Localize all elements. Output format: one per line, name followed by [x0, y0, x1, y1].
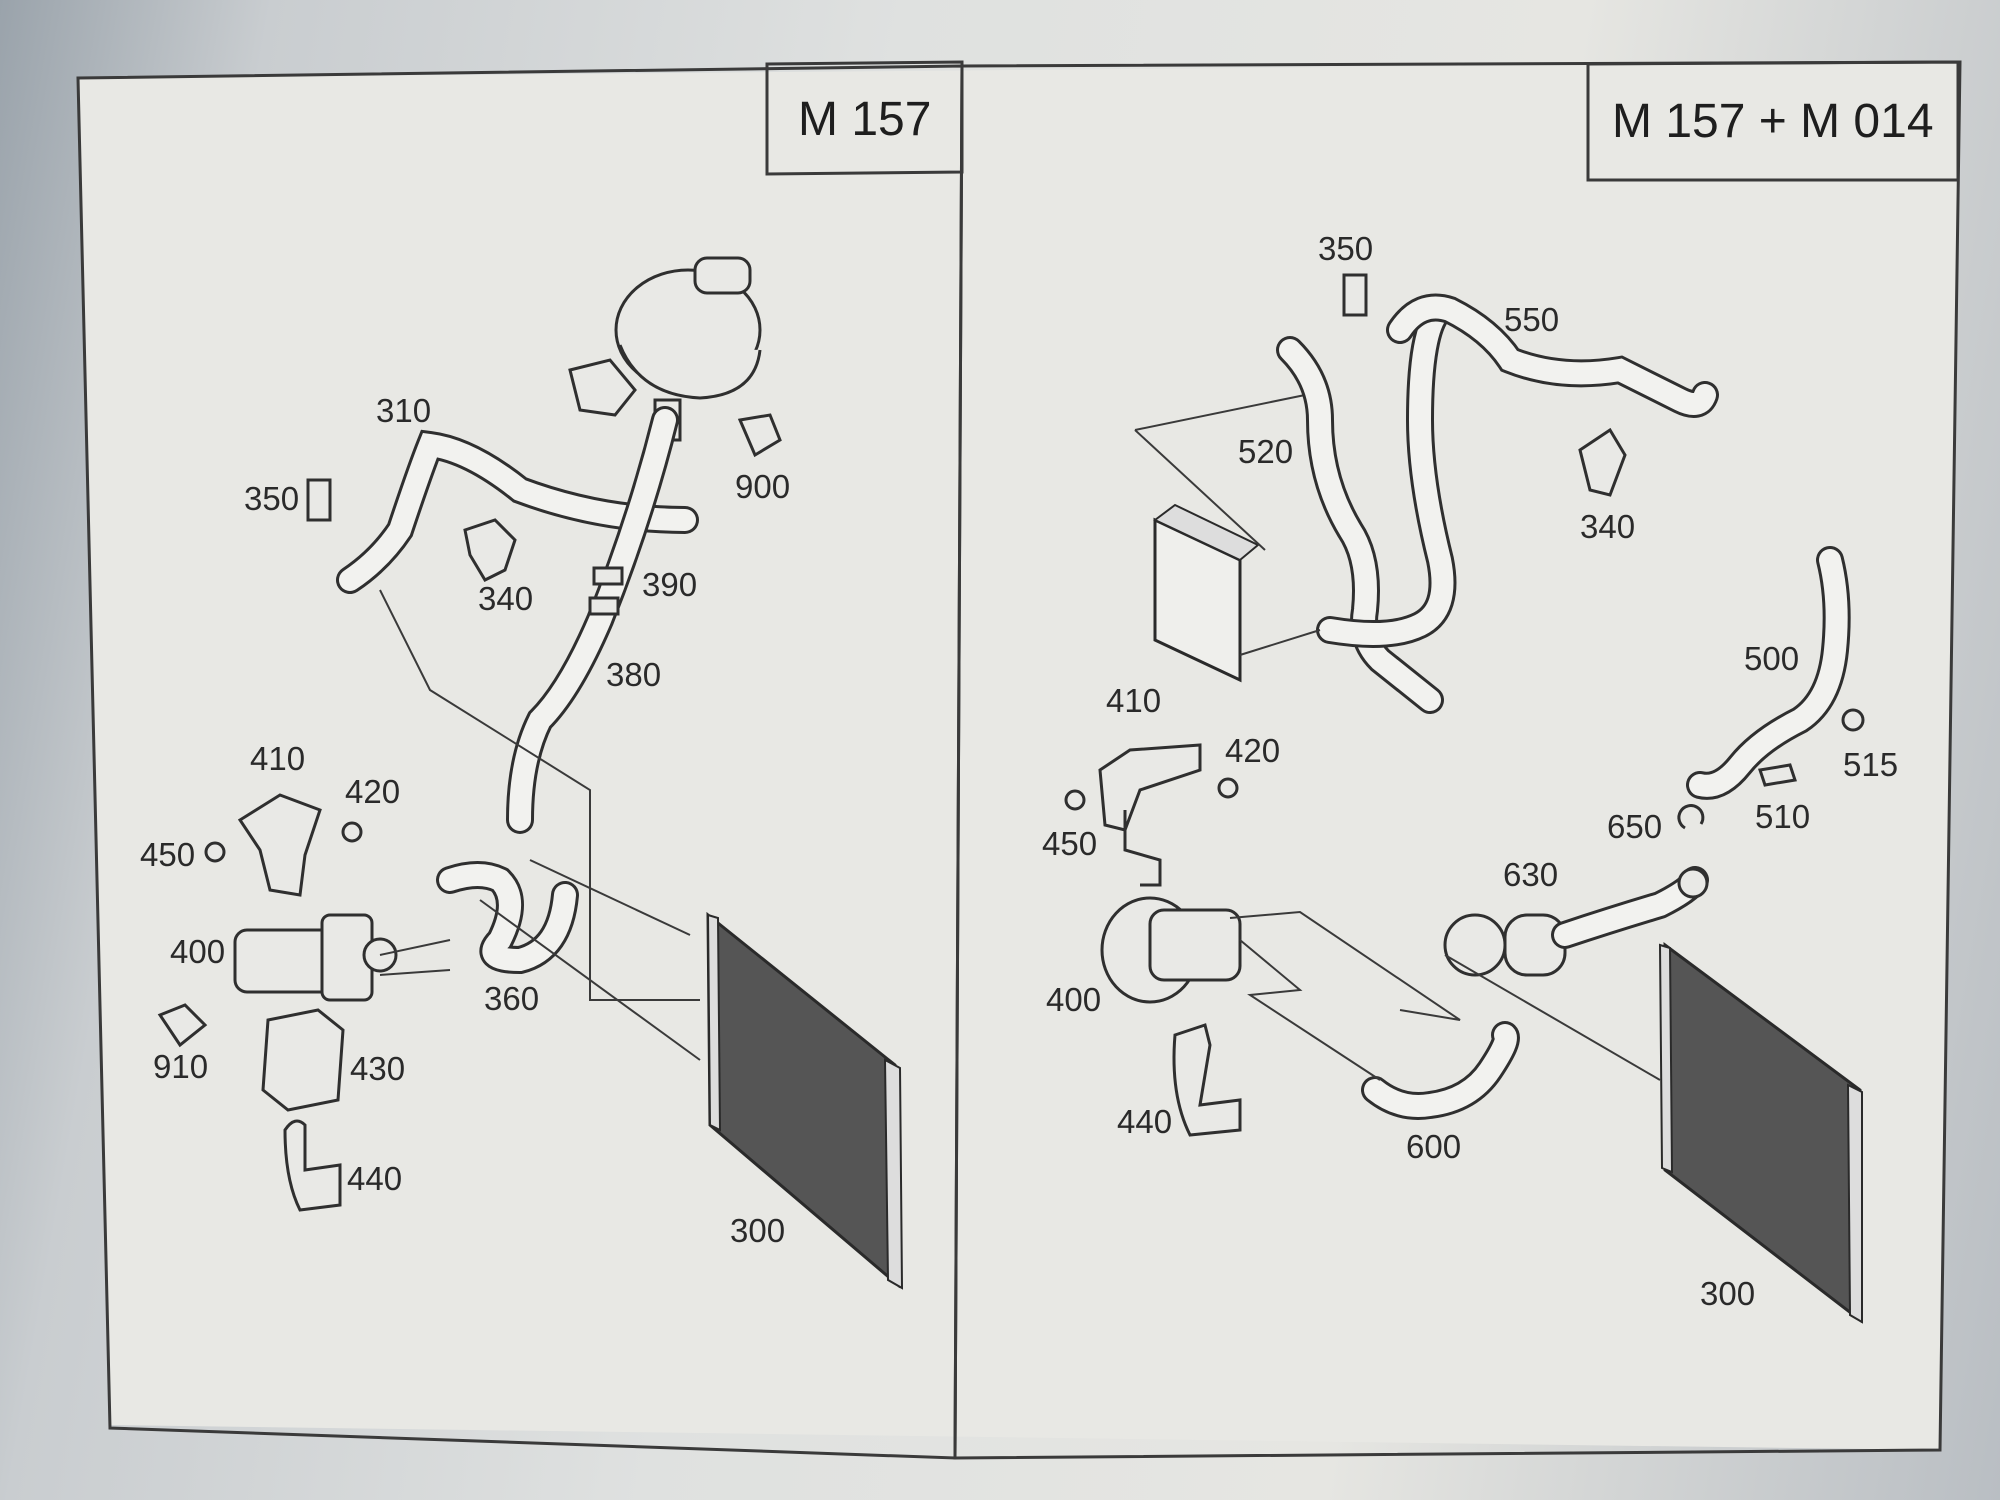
callout-400-r: 400	[1046, 981, 1102, 1018]
callout-380: 380	[606, 656, 662, 693]
panel-title-left: M 157	[798, 93, 932, 146]
radiator-300-left	[706, 911, 904, 1290]
callout-410: 410	[250, 740, 306, 777]
callout-390: 390	[642, 566, 698, 603]
callout-440: 440	[347, 1160, 403, 1197]
callout-340-r: 340	[1580, 508, 1636, 545]
callout-600: 600	[1406, 1128, 1462, 1165]
callout-520: 520	[1238, 433, 1294, 470]
clip-350-right	[1342, 273, 1368, 317]
bracket-340-right	[1578, 427, 1627, 497]
pump-400-right	[1100, 896, 1242, 1004]
callout-450: 450	[140, 836, 196, 873]
strap-440-right	[1172, 1023, 1242, 1137]
callout-360: 360	[484, 980, 540, 1017]
callout-510: 510	[1755, 798, 1811, 835]
bolt-510	[1758, 763, 1797, 787]
callout-420-r: 420	[1225, 732, 1281, 769]
callout-350-r: 350	[1318, 230, 1374, 267]
callout-910: 910	[153, 1048, 209, 1085]
clamp-650	[1677, 804, 1705, 830]
heater-core-520	[1153, 503, 1260, 683]
bracket-410-left	[237, 793, 322, 897]
bracket-340-left	[463, 518, 517, 582]
bracket-410-right	[1098, 743, 1202, 832]
connector-910	[157, 1003, 208, 1048]
callout-900: 900	[735, 468, 791, 505]
callout-650: 650	[1607, 808, 1663, 845]
clip-350-left	[306, 478, 332, 522]
panel-title-right: M 157 + M 014	[1612, 95, 1934, 148]
callout-430: 430	[350, 1050, 406, 1087]
callout-420: 420	[345, 773, 401, 810]
title-box-right	[1586, 60, 1960, 182]
nut-450-left	[204, 841, 226, 863]
callout-450-r: 450	[1042, 825, 1098, 862]
part-515	[1841, 708, 1865, 732]
callout-400: 400	[170, 933, 226, 970]
callout-350: 350	[244, 480, 300, 517]
callout-340: 340	[478, 580, 534, 617]
radiator-300-right	[1658, 942, 1863, 1324]
seal-430	[261, 1008, 345, 1112]
title-box-left	[765, 60, 964, 176]
strap-440-left	[283, 1119, 342, 1212]
callout-515: 515	[1843, 746, 1899, 783]
callout-310: 310	[376, 392, 432, 429]
nut-450-right	[1064, 789, 1086, 811]
bolt-420-left	[341, 821, 363, 843]
callout-300: 300	[730, 1212, 786, 1249]
cap-900	[737, 413, 782, 458]
bolt-420-right	[1217, 777, 1239, 799]
callout-410-r: 410	[1106, 682, 1162, 719]
callout-440-r: 440	[1117, 1103, 1173, 1140]
callout-500: 500	[1744, 640, 1800, 677]
expansion-tank	[568, 256, 762, 442]
callout-630: 630	[1503, 856, 1559, 893]
valve-630	[1443, 866, 1709, 977]
callout-300-r: 300	[1700, 1275, 1756, 1312]
callout-550: 550	[1504, 301, 1560, 338]
paper-sheet	[78, 62, 1960, 1450]
